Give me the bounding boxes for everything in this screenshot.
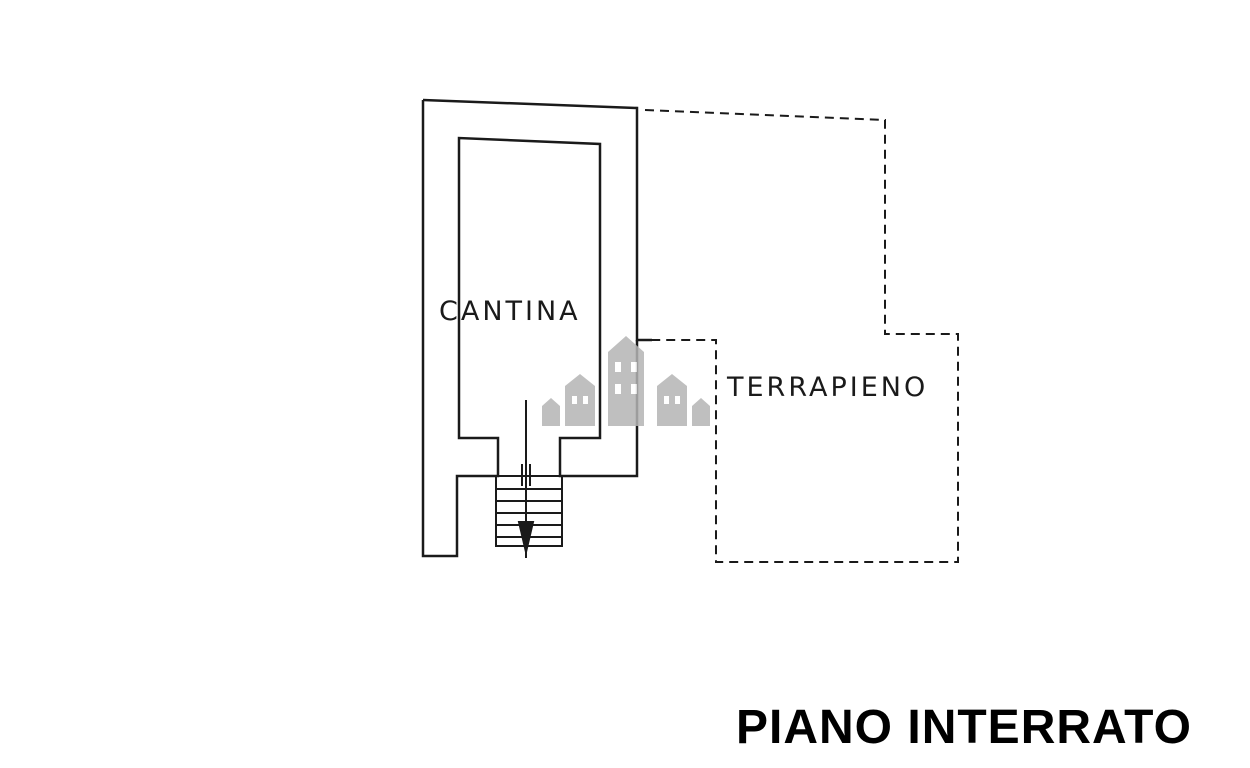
room-label-terrapieno: TERRAPIENO: [726, 372, 928, 403]
floor-title: PIANO INTERRATO: [736, 701, 1192, 754]
room-label-cantina: CANTINA: [439, 296, 581, 327]
staircase-icon: [495, 400, 563, 558]
cellar-outer-wall: [421, 98, 652, 558]
watermark-buildings-icon: [542, 336, 710, 426]
cellar-inner-wall: [457, 136, 602, 446]
terrapieno-outline: [644, 109, 959, 563]
